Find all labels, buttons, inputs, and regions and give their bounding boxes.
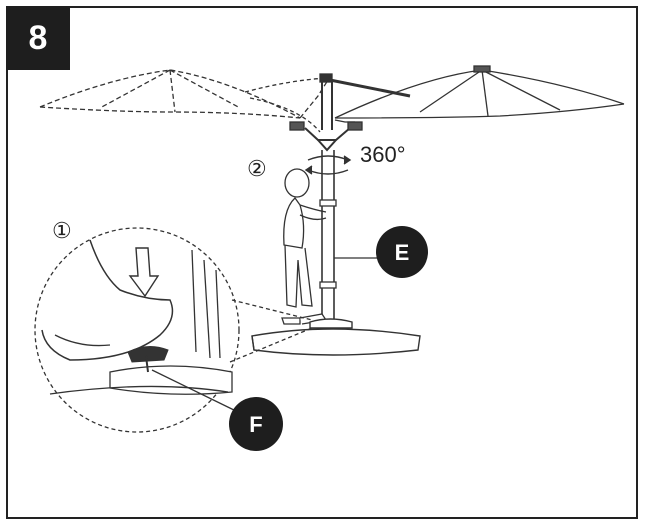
marker-step-1: ①: [52, 218, 72, 243]
rotation-label: 360°: [360, 142, 406, 167]
umbrella-pole: [319, 150, 337, 320]
step-number: 8: [28, 18, 48, 57]
dashed-arm-middle: [244, 77, 411, 133]
callout-e-label: E: [395, 240, 410, 265]
umbrella-base: [251, 318, 421, 356]
person-figure: [281, 168, 328, 325]
callout-e: E: [376, 226, 428, 278]
instruction-frame: [6, 6, 638, 519]
callout-f-label: F: [249, 412, 262, 437]
callout-f: F: [229, 397, 283, 451]
pole-hub: [289, 73, 363, 152]
rotation-arrow: [304, 155, 352, 175]
solid-canopy-right: [334, 65, 625, 123]
marker-step-2: ②: [247, 156, 267, 181]
step-number-badge: 8: [6, 6, 70, 70]
dashed-canopy-left: [39, 69, 329, 119]
zoom-detail: [34, 227, 313, 433]
